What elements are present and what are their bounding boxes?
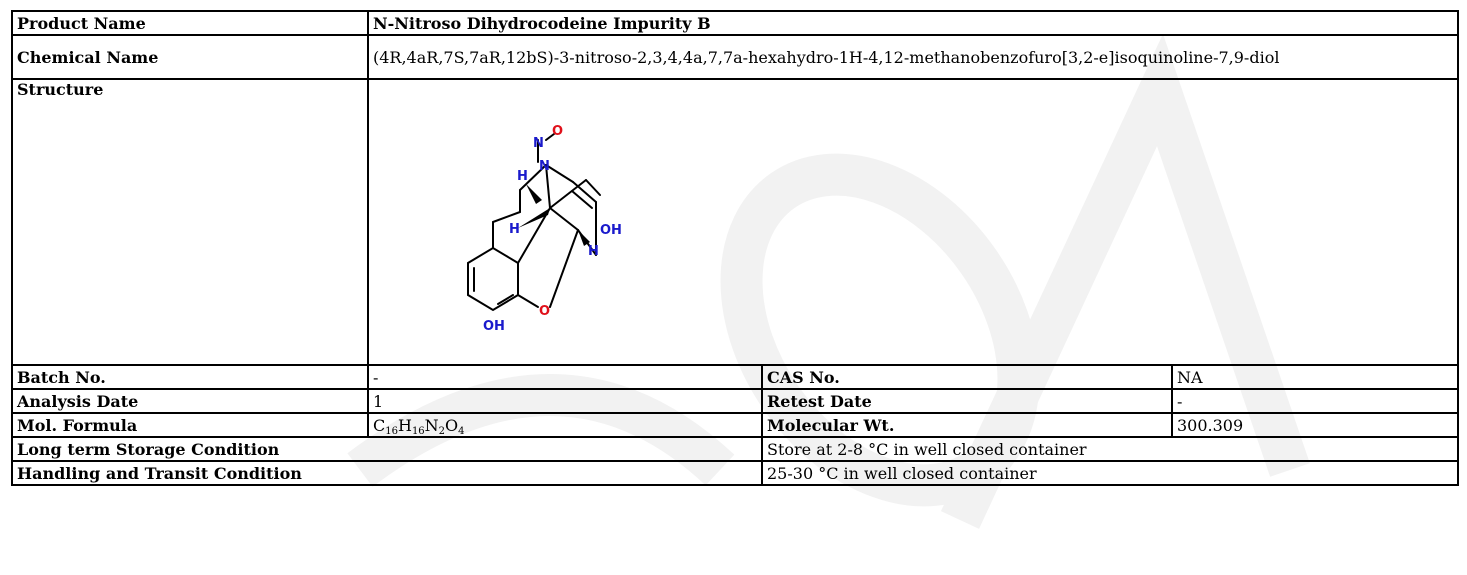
chemical-name-value: (4R,4aR,7S,7aR,12bS)-3-nitroso-2,3,4,4a,… [366,34,1460,80]
atom-n-ring: N [539,159,550,174]
atom-oh-bottom: OH [483,319,505,334]
batch-no-value: - [367,364,763,390]
storage-row: Long term Storage Condition Store at 2-8… [11,436,1460,462]
batch-row: Batch No. - CAS No. NA [11,364,1460,390]
handling-condition-label: Handling and Transit Condition [11,460,763,486]
atom-h-top: H [517,169,528,184]
cas-no-value: NA [1170,364,1460,390]
atom-h-right: H [588,244,599,259]
atom-n-top: N [533,136,544,151]
product-name-value: N-Nitroso Dihydrocodeine Impurity B [366,10,1460,36]
mol-formula-value: C16H16N2O4 [367,412,763,438]
chemical-row: Chemical Name (4R,4aR,7S,7aR,12bS)-3-nit… [11,34,1460,80]
formula-row: Mol. Formula C16H16N2O4 Molecular Wt. 30… [11,412,1460,438]
coa-table: Product Name N-Nitroso Dihydrocodeine Im… [11,10,1460,486]
atom-o-top: O [552,124,563,139]
molecular-wt-label: Molecular Wt. [761,412,1173,438]
atom-o-ring: O [539,304,550,319]
cas-no-label: CAS No. [761,364,1173,390]
structure-row: Structure [11,78,1460,366]
structure-label: Structure [11,78,369,366]
batch-no-label: Batch No. [11,364,369,390]
atom-oh-right: OH [600,223,622,238]
storage-condition-label: Long term Storage Condition [11,436,763,462]
retest-date-value: - [1170,388,1460,414]
molecular-wt-value: 300.309 [1170,412,1460,438]
storage-condition-value: Store at 2-8 °C in well closed container [760,436,1460,462]
analysis-date-label: Analysis Date [11,388,369,414]
atom-h-middle: H [509,222,520,237]
analysis-date-value: 1 [367,388,763,414]
chemical-structure-image: N O N H H H OH O OH [467,124,622,334]
structure-cell: N O N H H H OH O OH [366,78,1460,366]
mol-formula-label: Mol. Formula [11,412,369,438]
product-name-label: Product Name [11,10,369,36]
product-row: Product Name N-Nitroso Dihydrocodeine Im… [11,10,1460,36]
chemical-name-label: Chemical Name [11,34,369,80]
analysis-row: Analysis Date 1 Retest Date - [11,388,1460,414]
handling-row: Handling and Transit Condition 25-30 °C … [11,460,1460,486]
handling-condition-value: 25-30 °C in well closed container [760,460,1460,486]
retest-date-label: Retest Date [761,388,1173,414]
